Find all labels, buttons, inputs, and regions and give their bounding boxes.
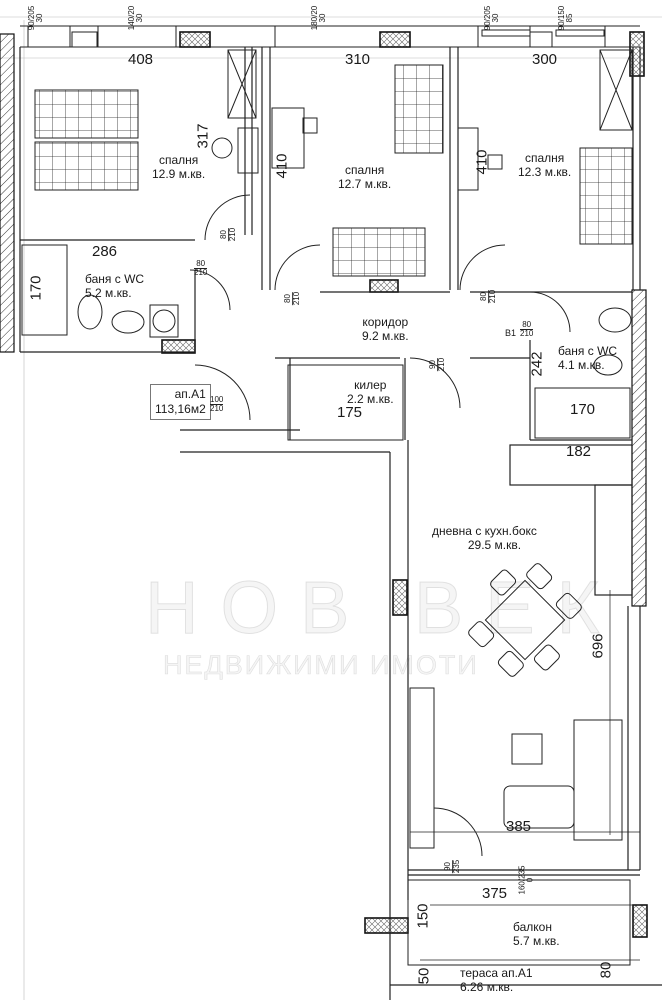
apartment-label: ап.А1 113,16м2 (150, 384, 211, 420)
apartment-area: 113,16м2 (155, 402, 206, 416)
dim-bedroom1-depth: 317 (194, 123, 212, 149)
dim-bathroom1-depth: 170 (27, 275, 45, 301)
dim-balcony-depth: 150 (414, 903, 432, 929)
dim-terrace-depth: 50 (415, 967, 433, 985)
dim-bedroom2-width: 310 (345, 51, 371, 68)
dim-kitchen-width: 182 (566, 443, 592, 460)
dim-balcony-width: 375 (482, 885, 508, 902)
dim-living-depth: 696 (589, 633, 607, 659)
dim-bathroom2-depth: 242 (528, 351, 546, 377)
watermark-tagline: НЕДВИЖИМИ ИМОТИ (163, 650, 479, 681)
dim-bedroom2-depth: 410 (273, 153, 291, 179)
dim-bedroom1-width: 408 (128, 51, 154, 68)
dim-bedroom3-depth: 410 (473, 149, 491, 175)
dim-bathroom2-width: 170 (570, 401, 596, 418)
watermark-brand: НОВ ВЕК (145, 566, 622, 650)
dim-bathroom1-width: 286 (92, 243, 118, 260)
dim-terrace-side: 80 (597, 961, 615, 979)
dim-living-width: 385 (506, 818, 532, 835)
dim-bedroom3-width: 300 (532, 51, 558, 68)
dim-storage-width: 175 (337, 404, 363, 421)
apartment-name: ап.А1 (174, 387, 206, 401)
